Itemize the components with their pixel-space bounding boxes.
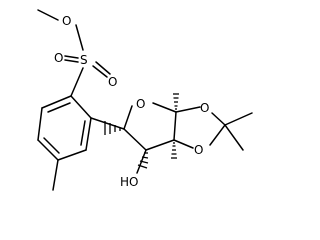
bond-ring-furanose <box>90 117 125 130</box>
bond-c3-c4 <box>123 128 147 151</box>
structure-drawing: O S O O O O O HO <box>37 9 253 191</box>
bond-sulfur-oxygen-right-a <box>95 61 111 75</box>
bond-ring-oxygen-c1 <box>152 102 177 113</box>
bond-sulfur-oxygen-top-a <box>64 55 79 59</box>
bond-sulfur-oxygen-top-b <box>64 59 79 63</box>
atom-oxygen-sulfonyl-top: O <box>54 51 63 65</box>
bond-c1-c2 <box>173 111 177 141</box>
bond-dioxolane-oxygen-bottom-cq <box>209 124 226 146</box>
bond-ring-c6-c1 <box>70 95 92 119</box>
bond-c2-dioxolane-oxygen-bottom <box>173 139 194 149</box>
atom-hydroxyl: HO <box>120 175 138 189</box>
bond-ring-methyl <box>52 159 59 191</box>
stereo-hash-c1 <box>173 93 179 110</box>
molecule-diagram: O S O O O O O HO <box>37 9 253 191</box>
bond-ring-inner-2 <box>43 137 60 154</box>
bond-ring-inner-3 <box>80 120 86 146</box>
bond-ring-c3-c4 <box>37 139 59 161</box>
bond-ring-c2-c3 <box>37 107 43 141</box>
bond-sulfur-oxygen-right-b <box>92 65 108 78</box>
bond-methyl-methoxy <box>37 9 59 21</box>
bond-ring-c5-c6 <box>85 117 92 151</box>
atom-oxygen-dioxolane-top: O <box>200 101 209 115</box>
stereo-hash-c2 <box>171 142 177 159</box>
bond-ring-c1-c2 <box>41 95 72 109</box>
bond-c3-hydroxyl <box>136 149 147 174</box>
atom-oxygen-sulfonyl-right: O <box>108 75 117 89</box>
stereo-hash-c4-aryl <box>104 121 121 135</box>
bond-ring-c4-c5 <box>57 149 87 161</box>
bond-methoxy-sulfur <box>75 24 84 51</box>
bond-sulfur-ring <box>70 67 84 97</box>
bond-cq-methyl-2 <box>224 124 244 151</box>
atom-oxygen-methoxy: O <box>62 14 71 28</box>
bond-c4-ring-oxygen <box>123 105 133 130</box>
atom-sulfur: S <box>80 53 88 67</box>
bond-dioxolane-oxygen-top-cq <box>211 112 226 126</box>
atom-oxygen-dioxolane-bottom: O <box>194 143 203 157</box>
bond-c2-c3 <box>145 139 175 151</box>
bond-cq-methyl-1 <box>224 112 253 126</box>
bond-c1-dioxolane-oxygen-top <box>175 106 201 113</box>
atom-oxygen-furanose: O <box>136 97 145 111</box>
bond-ring-inner-1 <box>47 102 71 113</box>
